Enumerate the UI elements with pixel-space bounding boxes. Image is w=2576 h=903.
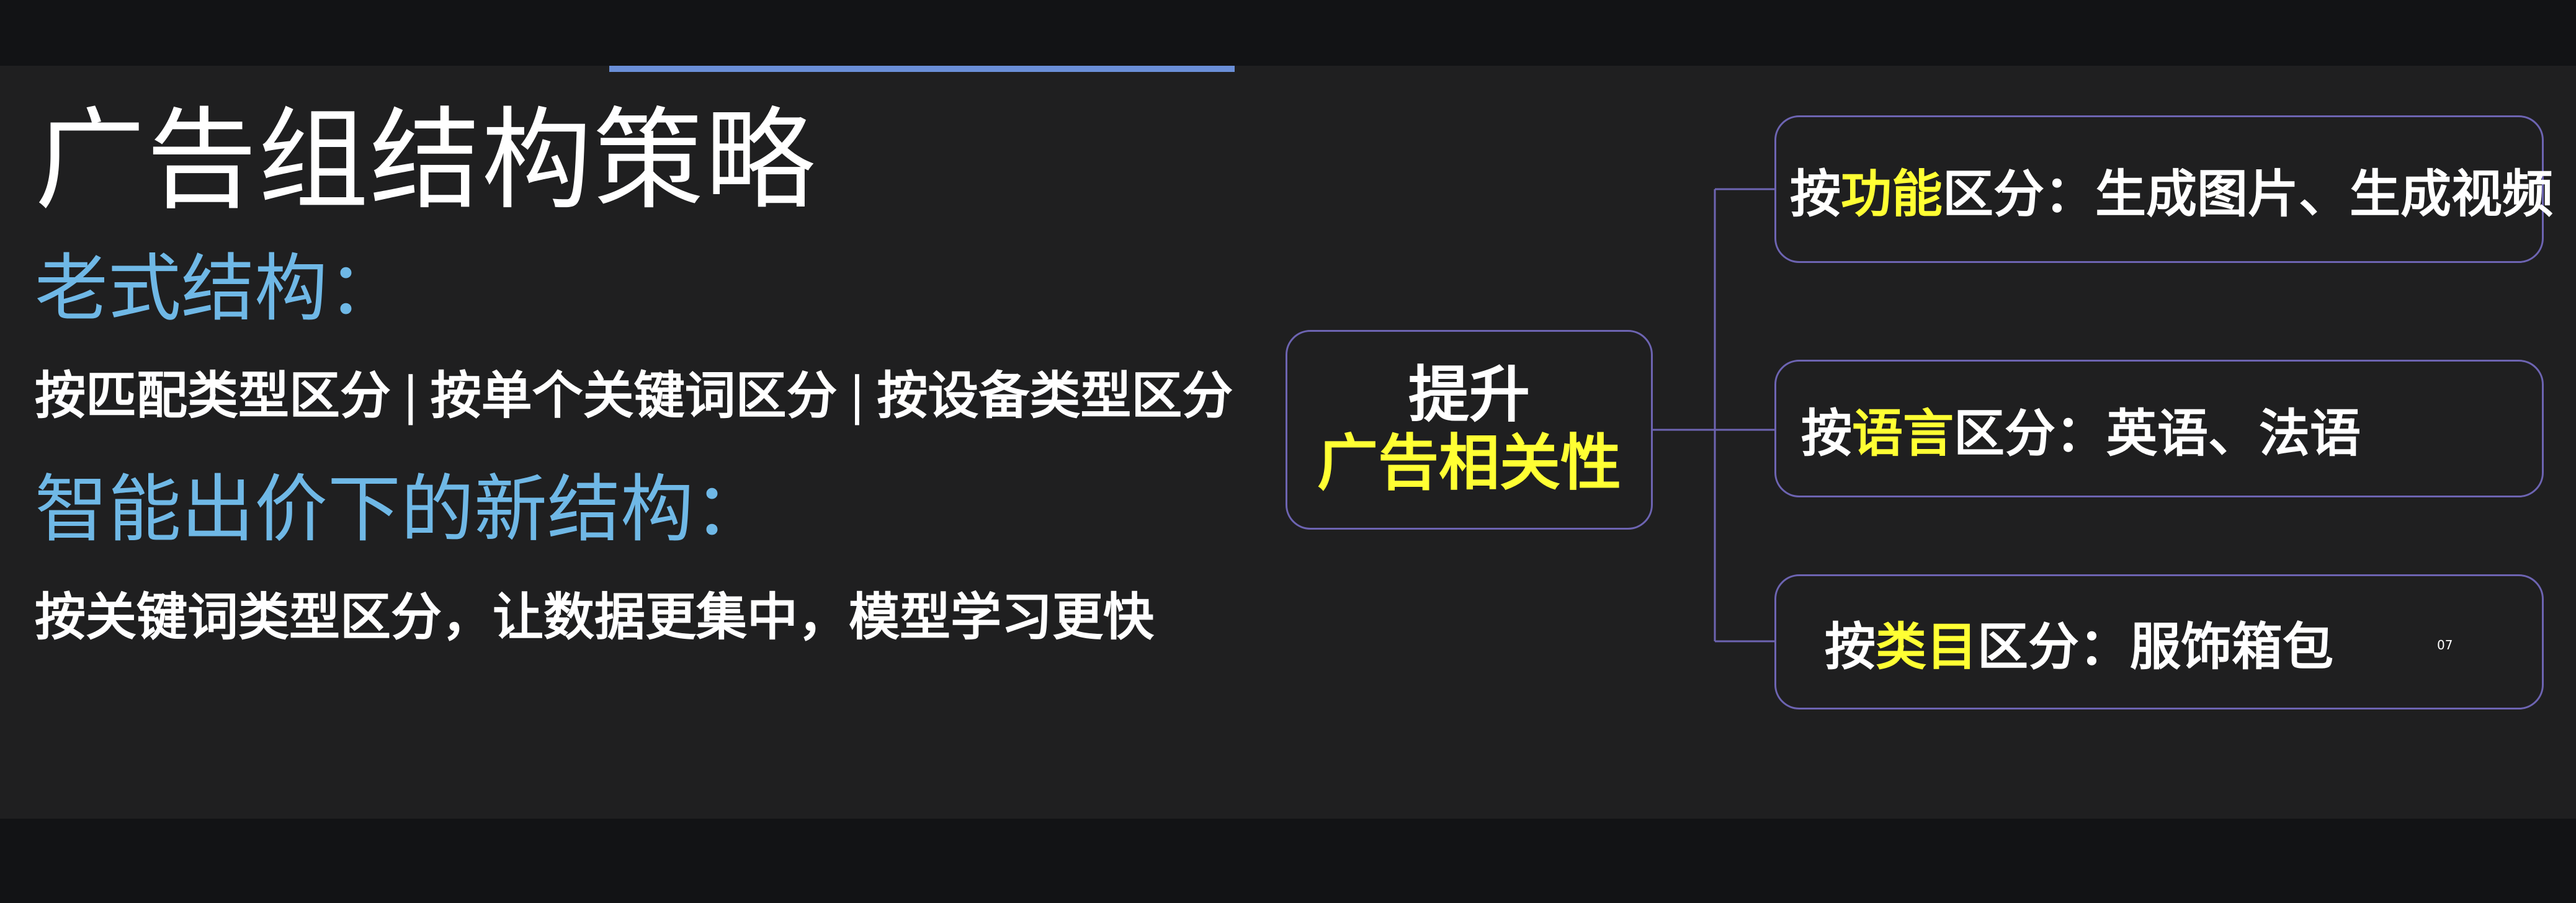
old-structure-item: 按单个关键词区分 [430,367,838,425]
new-structure-description: 按关键词类型区分，让数据更集中，模型学习更快 [35,588,1155,647]
center-node: 提升 广告相关性 [1286,330,1653,530]
item-separator: | [402,367,419,425]
branch-prefix: 按 [1825,617,1876,677]
branch-suffix: 区分：服饰箱包 [1977,617,2334,677]
branch-prefix: 按 [1790,164,1841,224]
slide-title: 广告组结构策略 [35,96,816,225]
branch-suffix: 区分：生成图片、生成视频 [1943,164,2554,224]
slide-canvas [0,66,2576,819]
branch-suffix: 区分：英语、法语 [1954,404,2361,463]
branch-highlight: 语言 [1852,404,1954,463]
center-node-line1: 提升 [1408,360,1530,431]
old-structure-items: 按匹配类型区分|按单个关键词区分|按设备类型区分 [35,371,1233,422]
branch-prefix: 按 [1801,404,1853,463]
branch-node-function: 按功能区分：生成图片、生成视频 [1774,115,2553,263]
center-node-line2: 广告相关性 [1317,428,1621,499]
branch-node-category: 按类目区分：服饰箱包 [1774,574,2544,710]
progress-accent-bar [609,66,1235,72]
old-structure-item: 按匹配类型区分 [35,367,391,425]
branch-highlight: 功能 [1841,164,1943,224]
new-structure-heading: 智能出价下的新结构： [35,466,767,552]
page-number: 07 [2437,638,2453,652]
branch-highlight: 类目 [1876,617,1978,677]
old-structure-heading: 老式结构： [35,246,401,331]
old-structure-item: 按设备类型区分 [877,367,1233,425]
item-separator: | [848,367,866,425]
branch-node-language: 按语言区分：英语、法语 [1774,360,2544,497]
bottom-letterbox [0,819,2576,903]
top-letterbox [0,0,2576,66]
